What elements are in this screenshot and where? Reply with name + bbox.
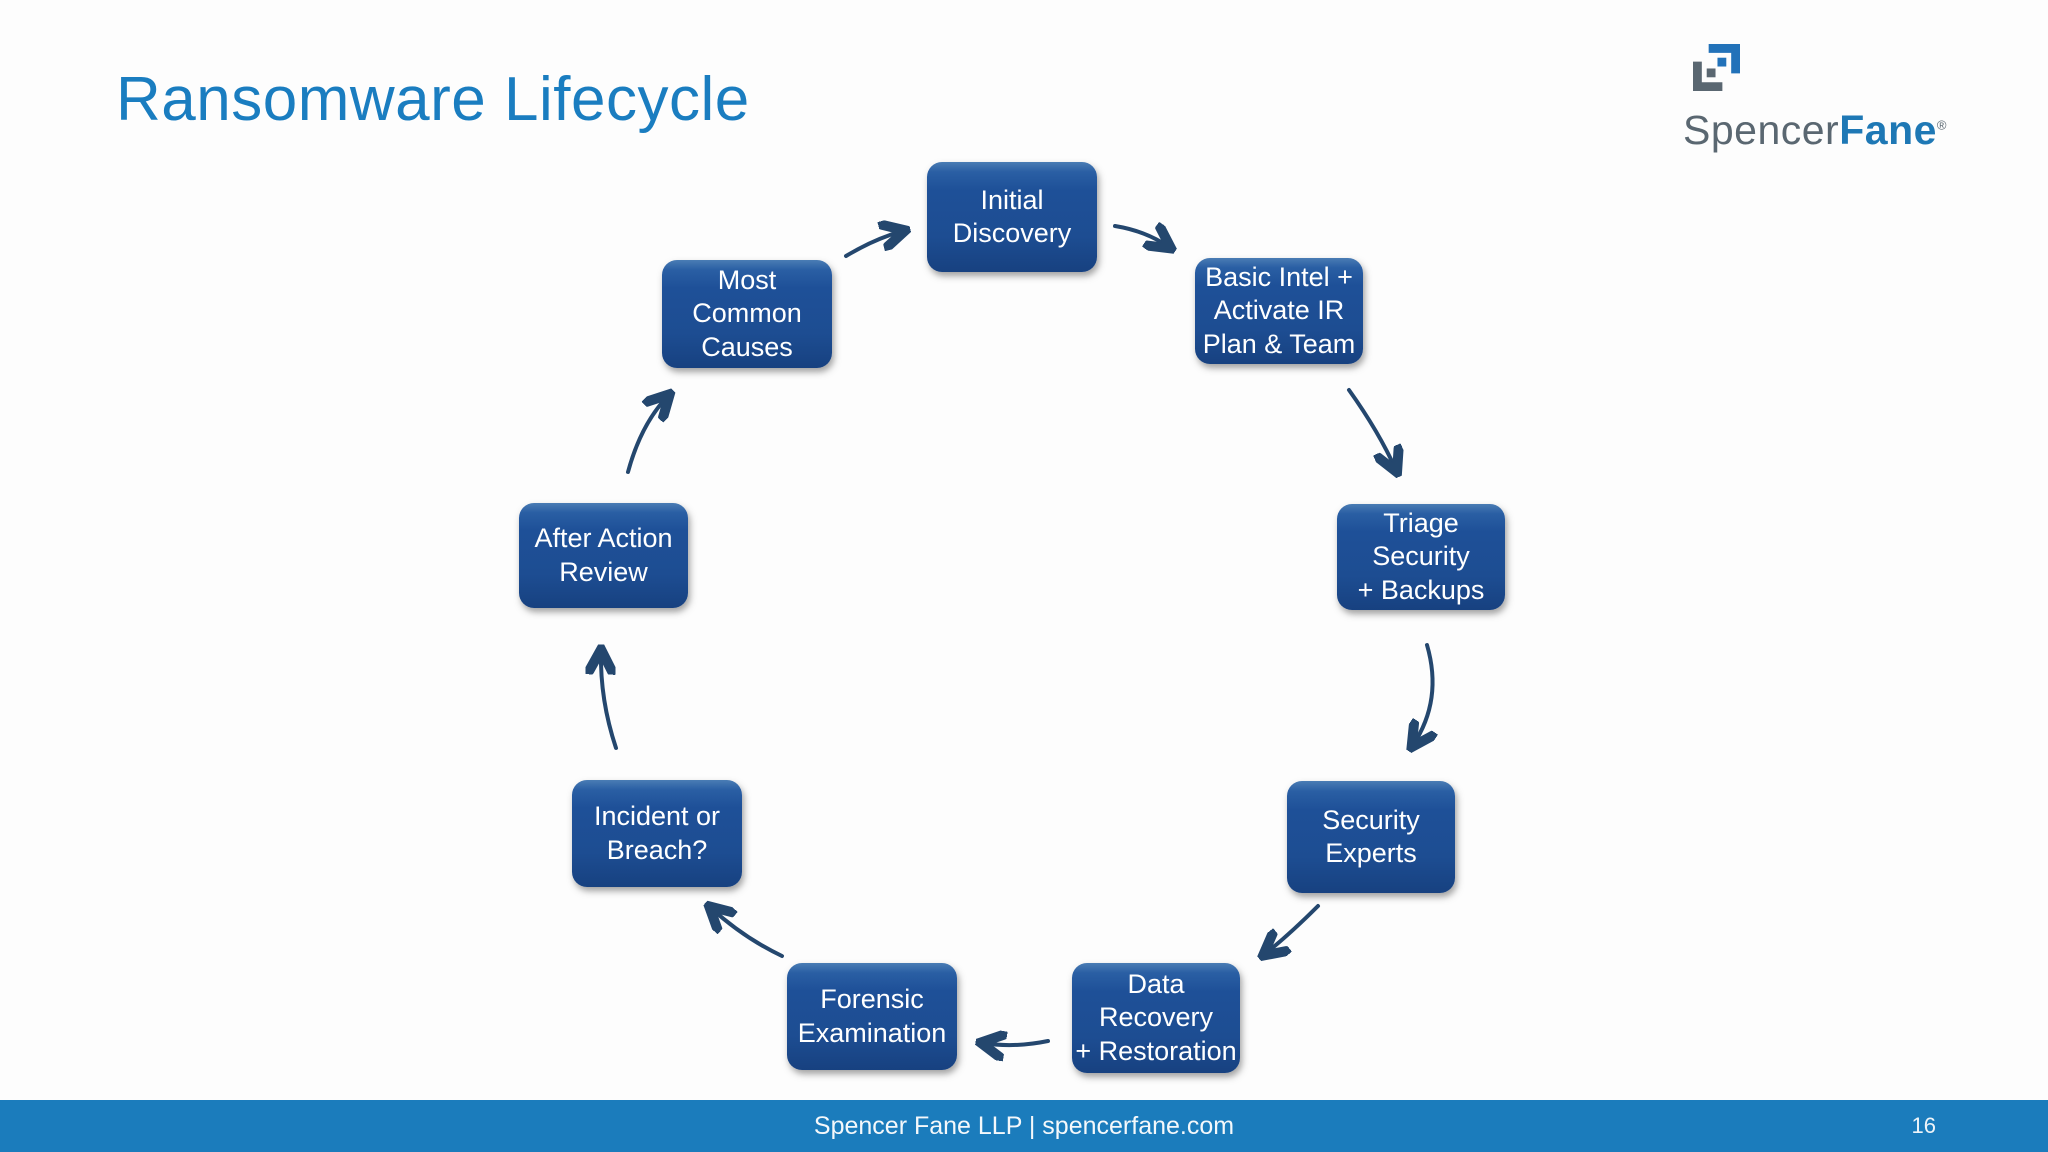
node-security-experts: Security Experts [1287, 781, 1455, 893]
node-basic-intel: Basic Intel + Activate IR Plan & Team [1195, 258, 1363, 364]
arrow-most-common-to-initial [844, 231, 903, 258]
arrow-initial-to-basic-intel [1113, 226, 1169, 247]
arrow-basic-intel-to-triage [1347, 388, 1396, 470]
node-most-common-causes: Most Common Causes [662, 260, 832, 368]
arrow-data-recovery-to-forensic [983, 1041, 1050, 1045]
node-data-recovery: Data Recovery + Restoration [1072, 963, 1240, 1073]
node-initial-discovery: Initial Discovery [927, 162, 1097, 272]
arrow-incident-to-after-action [601, 652, 618, 750]
spencer-fane-logo-icon [1693, 44, 1740, 91]
logo-text-spencer: Spencer [1683, 107, 1840, 153]
logo-text-fane: Fane [1839, 107, 1937, 153]
page-number: 16 [1911, 1113, 1936, 1138]
arrow-after-action-to-most-common [626, 396, 668, 474]
footer-bar: Spencer Fane LLP | spencerfane.com 16 [0, 1100, 2048, 1152]
arrow-security-experts-to-data-recovery [1265, 904, 1320, 954]
footer-text: Spencer Fane LLP | spencerfane.com [813, 1112, 1235, 1140]
arrow-forensic-to-incident [711, 908, 784, 958]
node-incident-or-breach: Incident or Breach? [572, 780, 742, 887]
page-title: Ransomware Lifecycle [116, 65, 750, 134]
spencer-fane-wordmark: SpencerFane® [1683, 107, 1963, 154]
arrow-triage-to-security-experts [1413, 643, 1433, 745]
node-triage-security: Triage Security + Backups [1337, 504, 1505, 610]
spencer-fane-logo: SpencerFane® [1683, 44, 1963, 154]
node-forensic-examination: Forensic Examination [787, 963, 957, 1070]
registered-trademark-symbol: ® [1936, 117, 1948, 133]
node-after-action-review: After Action Review [519, 503, 688, 608]
